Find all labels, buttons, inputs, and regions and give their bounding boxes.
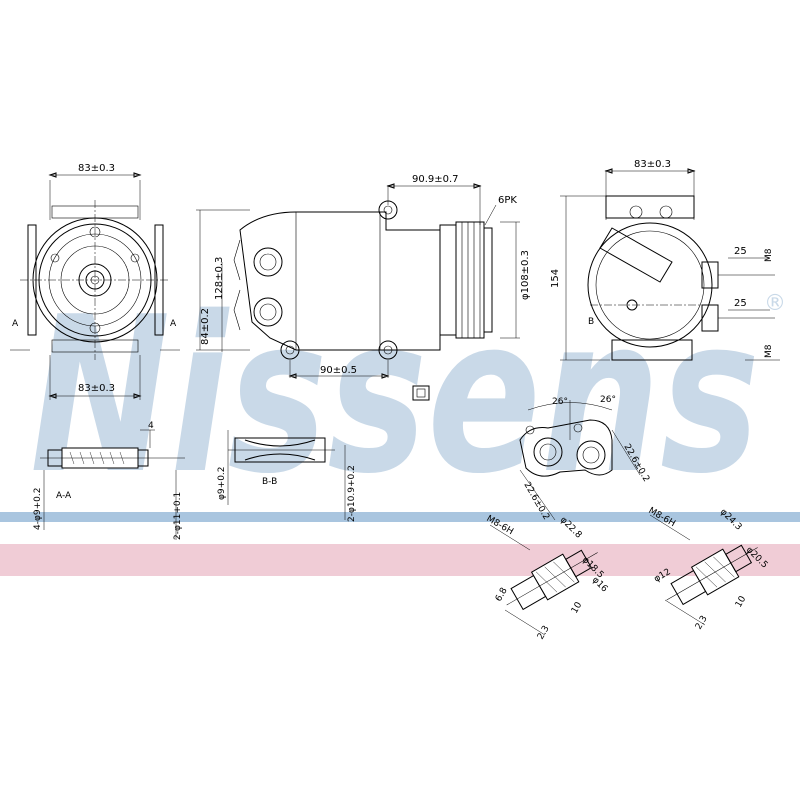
- aa-dim-bore-small: 4-φ9+0.2: [33, 488, 43, 531]
- registered-mark: ®: [764, 291, 786, 316]
- rear-dim-upper-offset: 25: [734, 246, 747, 257]
- bb-dim-bore-large: 2-φ10.9+0.2: [347, 465, 357, 522]
- flange-angle-left: 26°: [552, 397, 568, 407]
- blue-band: [0, 512, 800, 522]
- fitting-right: [666, 544, 758, 606]
- watermark-logo-text: Nissens: [30, 270, 760, 521]
- front-dim-top: 83±0.3: [78, 163, 115, 174]
- front-dim-bottom: 83±0.3: [78, 383, 115, 394]
- fitting-left: [506, 549, 598, 611]
- rear-dim-top: 83±0.3: [634, 159, 671, 170]
- aa-section-label: A-A: [56, 491, 72, 501]
- bb-dim-bore-small: φ9+0.2: [217, 466, 227, 500]
- fr-dim-c: 10: [734, 594, 749, 609]
- rear-thread-lower: M8: [764, 344, 774, 358]
- flange-angle-right: 26°: [600, 395, 616, 405]
- section-bb: φ9+0.2 2-φ10.9+0.2 B-B: [217, 430, 357, 522]
- rear-thread-upper: M8: [764, 248, 774, 262]
- front-section-a-left: A: [12, 319, 19, 329]
- side-dim-base: 90±0.5: [320, 365, 357, 376]
- bb-section-label: B-B: [262, 477, 277, 487]
- side-dim-port-height: 84±0.2: [200, 308, 211, 345]
- brand-watermark: Nissens ®: [0, 270, 800, 576]
- section-aa: 4 4-φ9+0.2 2-φ11+0.1 A-A: [33, 421, 185, 540]
- aa-dim-bore-large: 2-φ11+0.1: [173, 492, 183, 540]
- rear-view: 83±0.3 154 25 25 M8 M8 B: [550, 159, 780, 361]
- fl-dim-a: 6.8: [494, 586, 510, 604]
- side-belt-spec: 6PK: [498, 195, 517, 206]
- side-dim-height: 128±0.3: [214, 257, 225, 300]
- rear-dim-height: 154: [550, 269, 561, 288]
- side-view: 90.9±0.7 6PK 128±0.3 84±0.2 φ108±0.3: [196, 174, 531, 401]
- front-view: 83±0.3 A A 83±0.3: [10, 163, 180, 400]
- side-dim-ports-span: 90.9±0.7: [412, 174, 459, 185]
- rear-dim-lower-offset: 25: [734, 298, 747, 309]
- aa-dim-step: 4: [148, 421, 154, 431]
- side-dim-pulley-dia: φ108±0.3: [520, 250, 531, 300]
- fl-dim-c: 10: [570, 600, 585, 615]
- rear-section-b: B: [588, 317, 594, 327]
- pink-band: [0, 544, 800, 576]
- fl-dim-b: 2.3: [536, 624, 552, 641]
- front-section-a-right: A: [170, 319, 177, 329]
- fl-d3: φ16: [590, 575, 610, 595]
